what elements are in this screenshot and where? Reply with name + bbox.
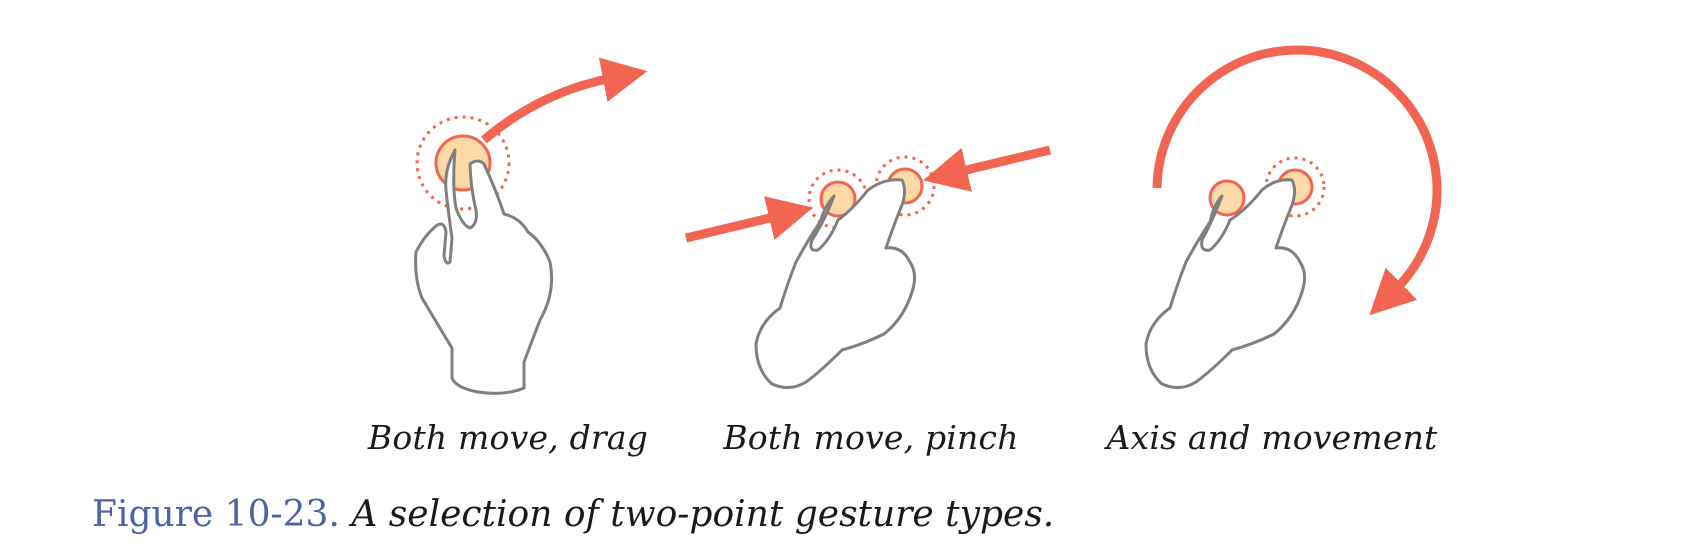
pinch-arrow-left: [684, 196, 814, 243]
rotation-arrow: [1152, 45, 1442, 316]
hand-outline: [754, 178, 917, 389]
two-finger-pinch-icon: [684, 145, 1052, 389]
hand-outline: [414, 148, 554, 395]
figure-number: Figure 10-23.: [92, 494, 340, 535]
figure-caption-text: A selection of two-point gesture types.: [351, 494, 1055, 535]
gesture-label-pinch: Both move, pinch: [723, 418, 1019, 457]
two-finger-rotate-icon: [1144, 45, 1442, 389]
touch-ring-dotted: [415, 115, 511, 211]
gesture-label-rotate: Axis and movement: [1106, 418, 1438, 457]
pinch-arrow-right: [922, 145, 1052, 192]
drag-arrow: [481, 57, 648, 144]
figure-caption: Figure 10-23. A selection of two-point g…: [92, 494, 1054, 535]
gesture-label-drag: Both move, drag: [367, 418, 649, 457]
hand-outline: [1144, 178, 1307, 389]
two-finger-drag-icon: [414, 57, 648, 395]
